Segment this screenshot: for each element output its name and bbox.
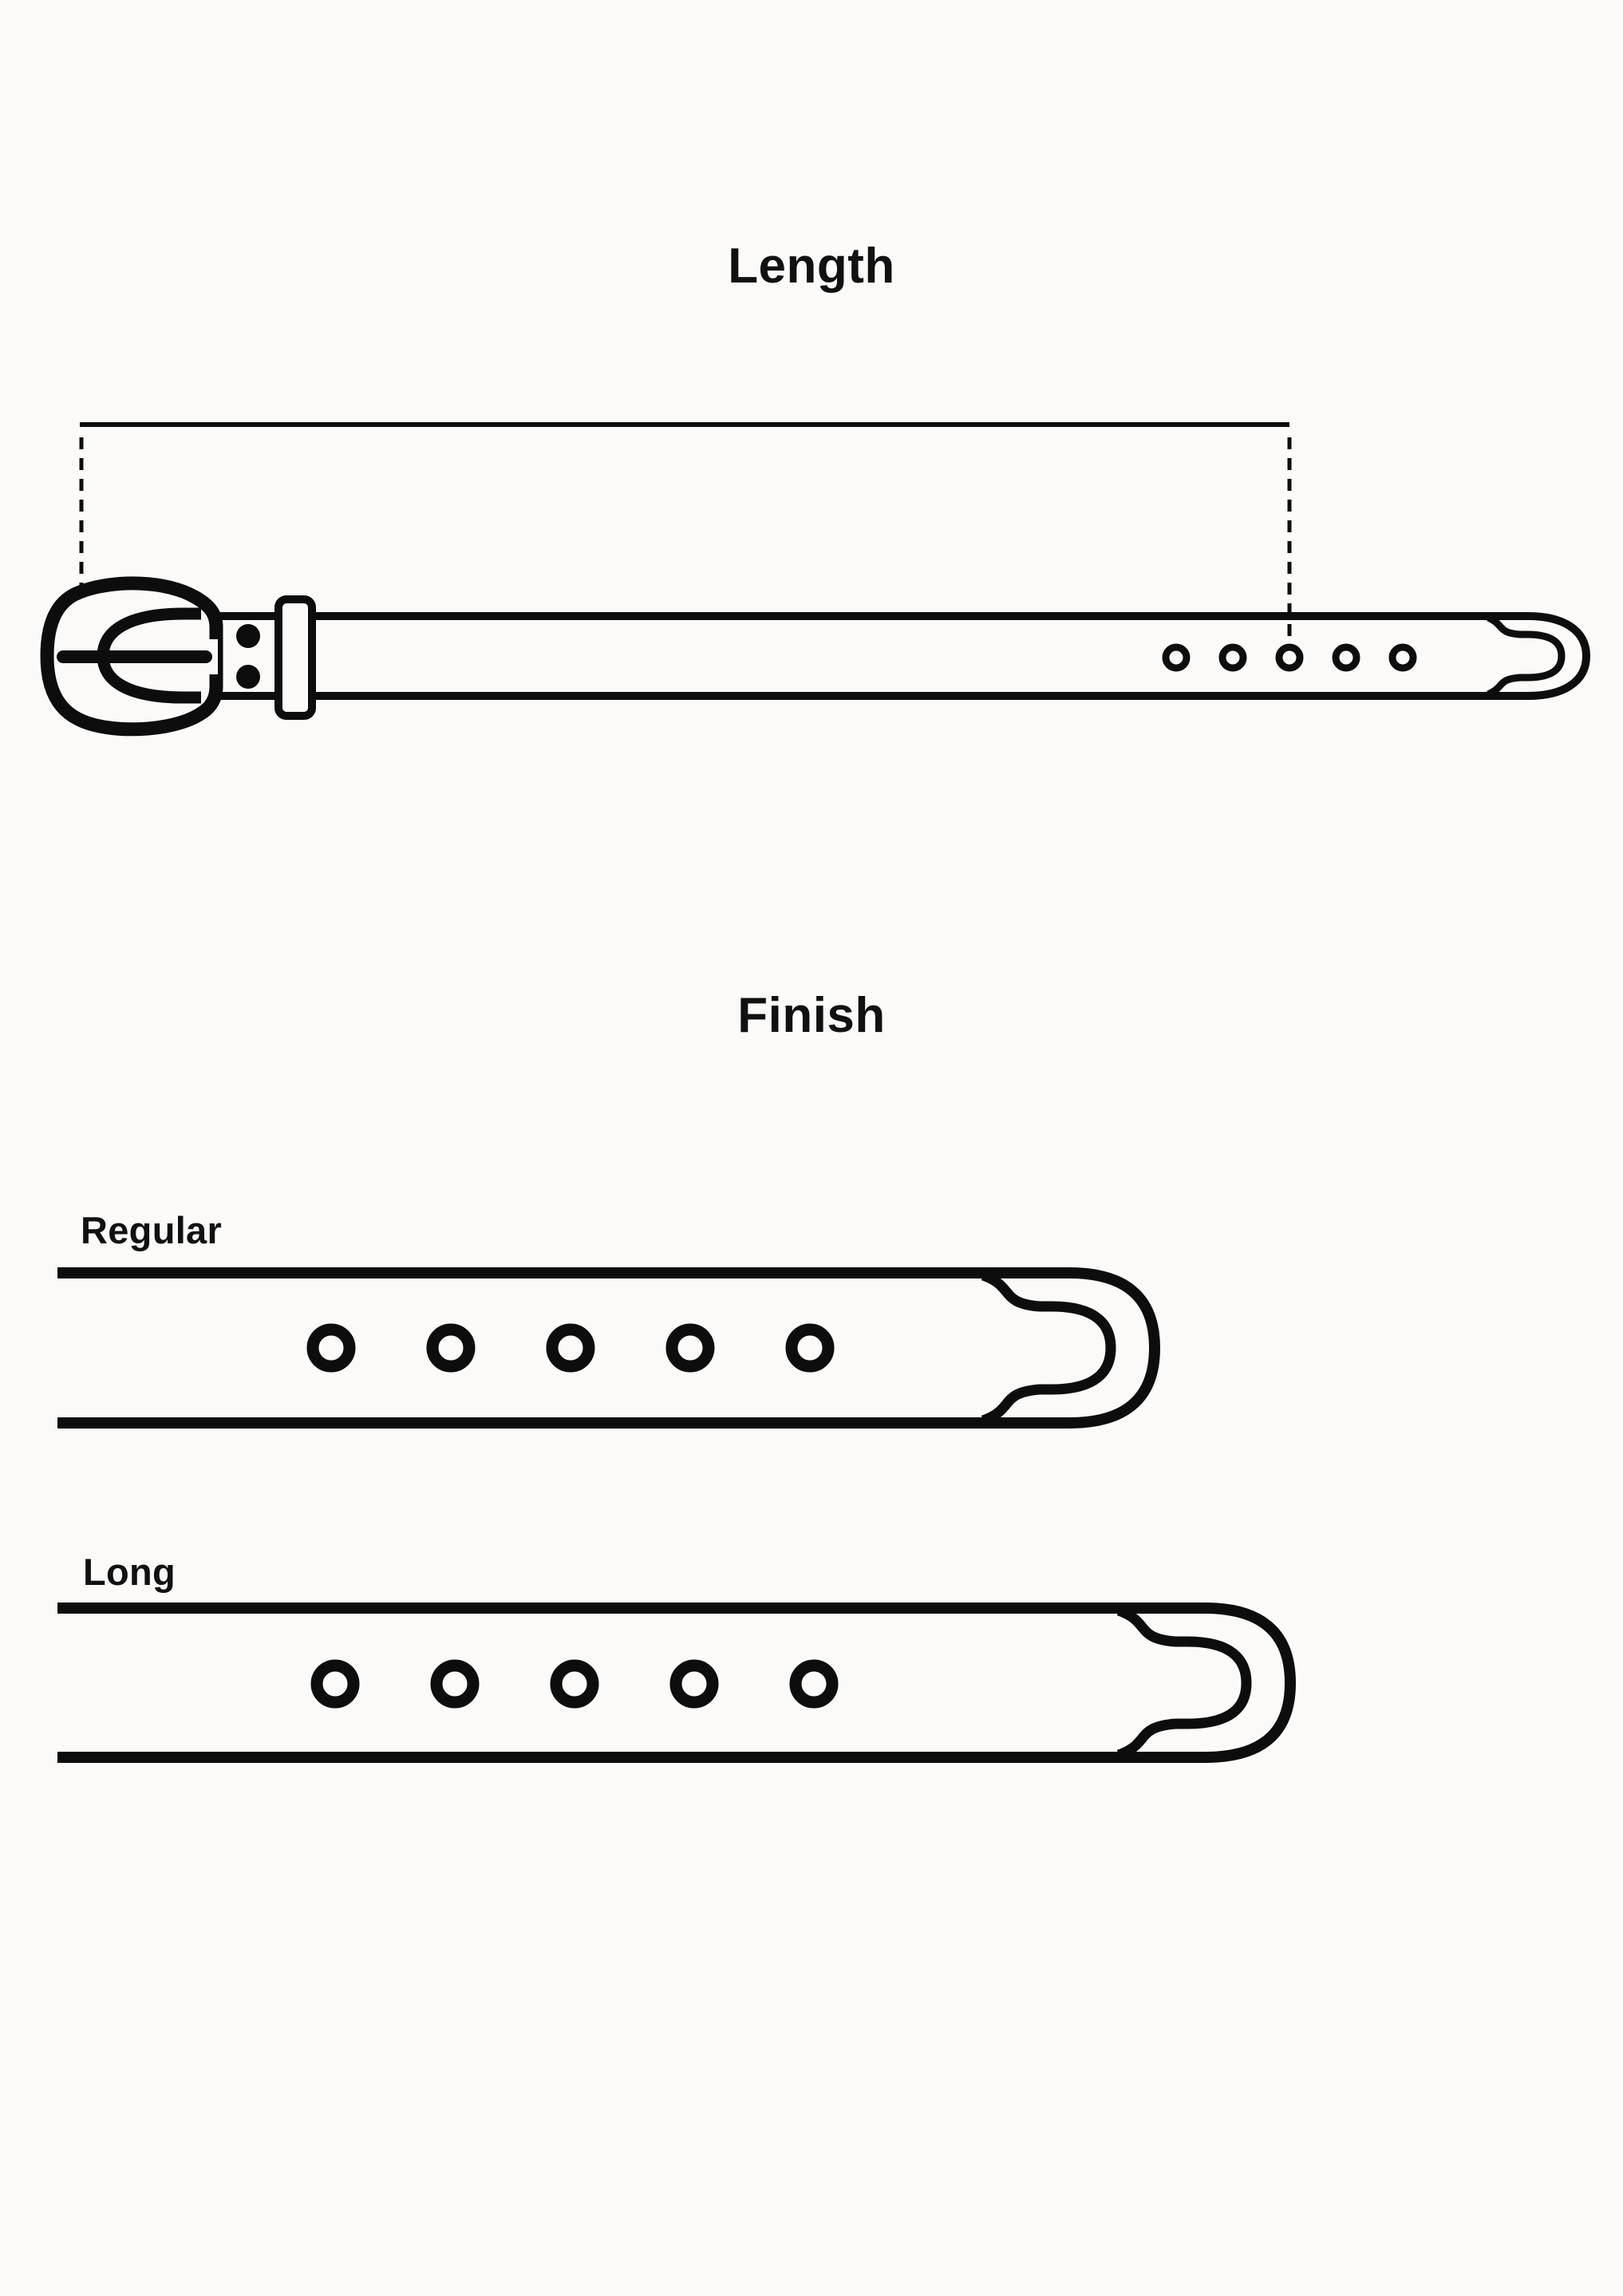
belt-tip-seam bbox=[1487, 614, 1566, 698]
regular-belt-tip-seam bbox=[981, 1270, 1116, 1426]
long-belt-illustration bbox=[57, 1602, 1297, 1763]
long-belt-tip-seam bbox=[1116, 1605, 1252, 1761]
belt-keeper-loop bbox=[274, 595, 316, 720]
long-belt-holes bbox=[310, 1659, 839, 1709]
regular-belt-holes bbox=[306, 1323, 835, 1373]
regular-belt-outline bbox=[57, 1267, 1161, 1429]
length-belt-strap bbox=[209, 612, 1591, 700]
dimension-lines bbox=[79, 422, 1292, 641]
finish-option-label-long: Long bbox=[83, 1551, 176, 1593]
finish-section-title: Finish bbox=[737, 988, 886, 1043]
length-belt-holes bbox=[1162, 643, 1417, 672]
belt-stitch-dots bbox=[236, 624, 260, 689]
belt-buckle-icon bbox=[40, 576, 223, 737]
finish-option-label-regular: Regular bbox=[81, 1209, 223, 1251]
length-belt-diagram bbox=[40, 422, 1591, 737]
regular-belt-illustration bbox=[57, 1267, 1161, 1429]
length-section-title: Length bbox=[728, 239, 895, 294]
